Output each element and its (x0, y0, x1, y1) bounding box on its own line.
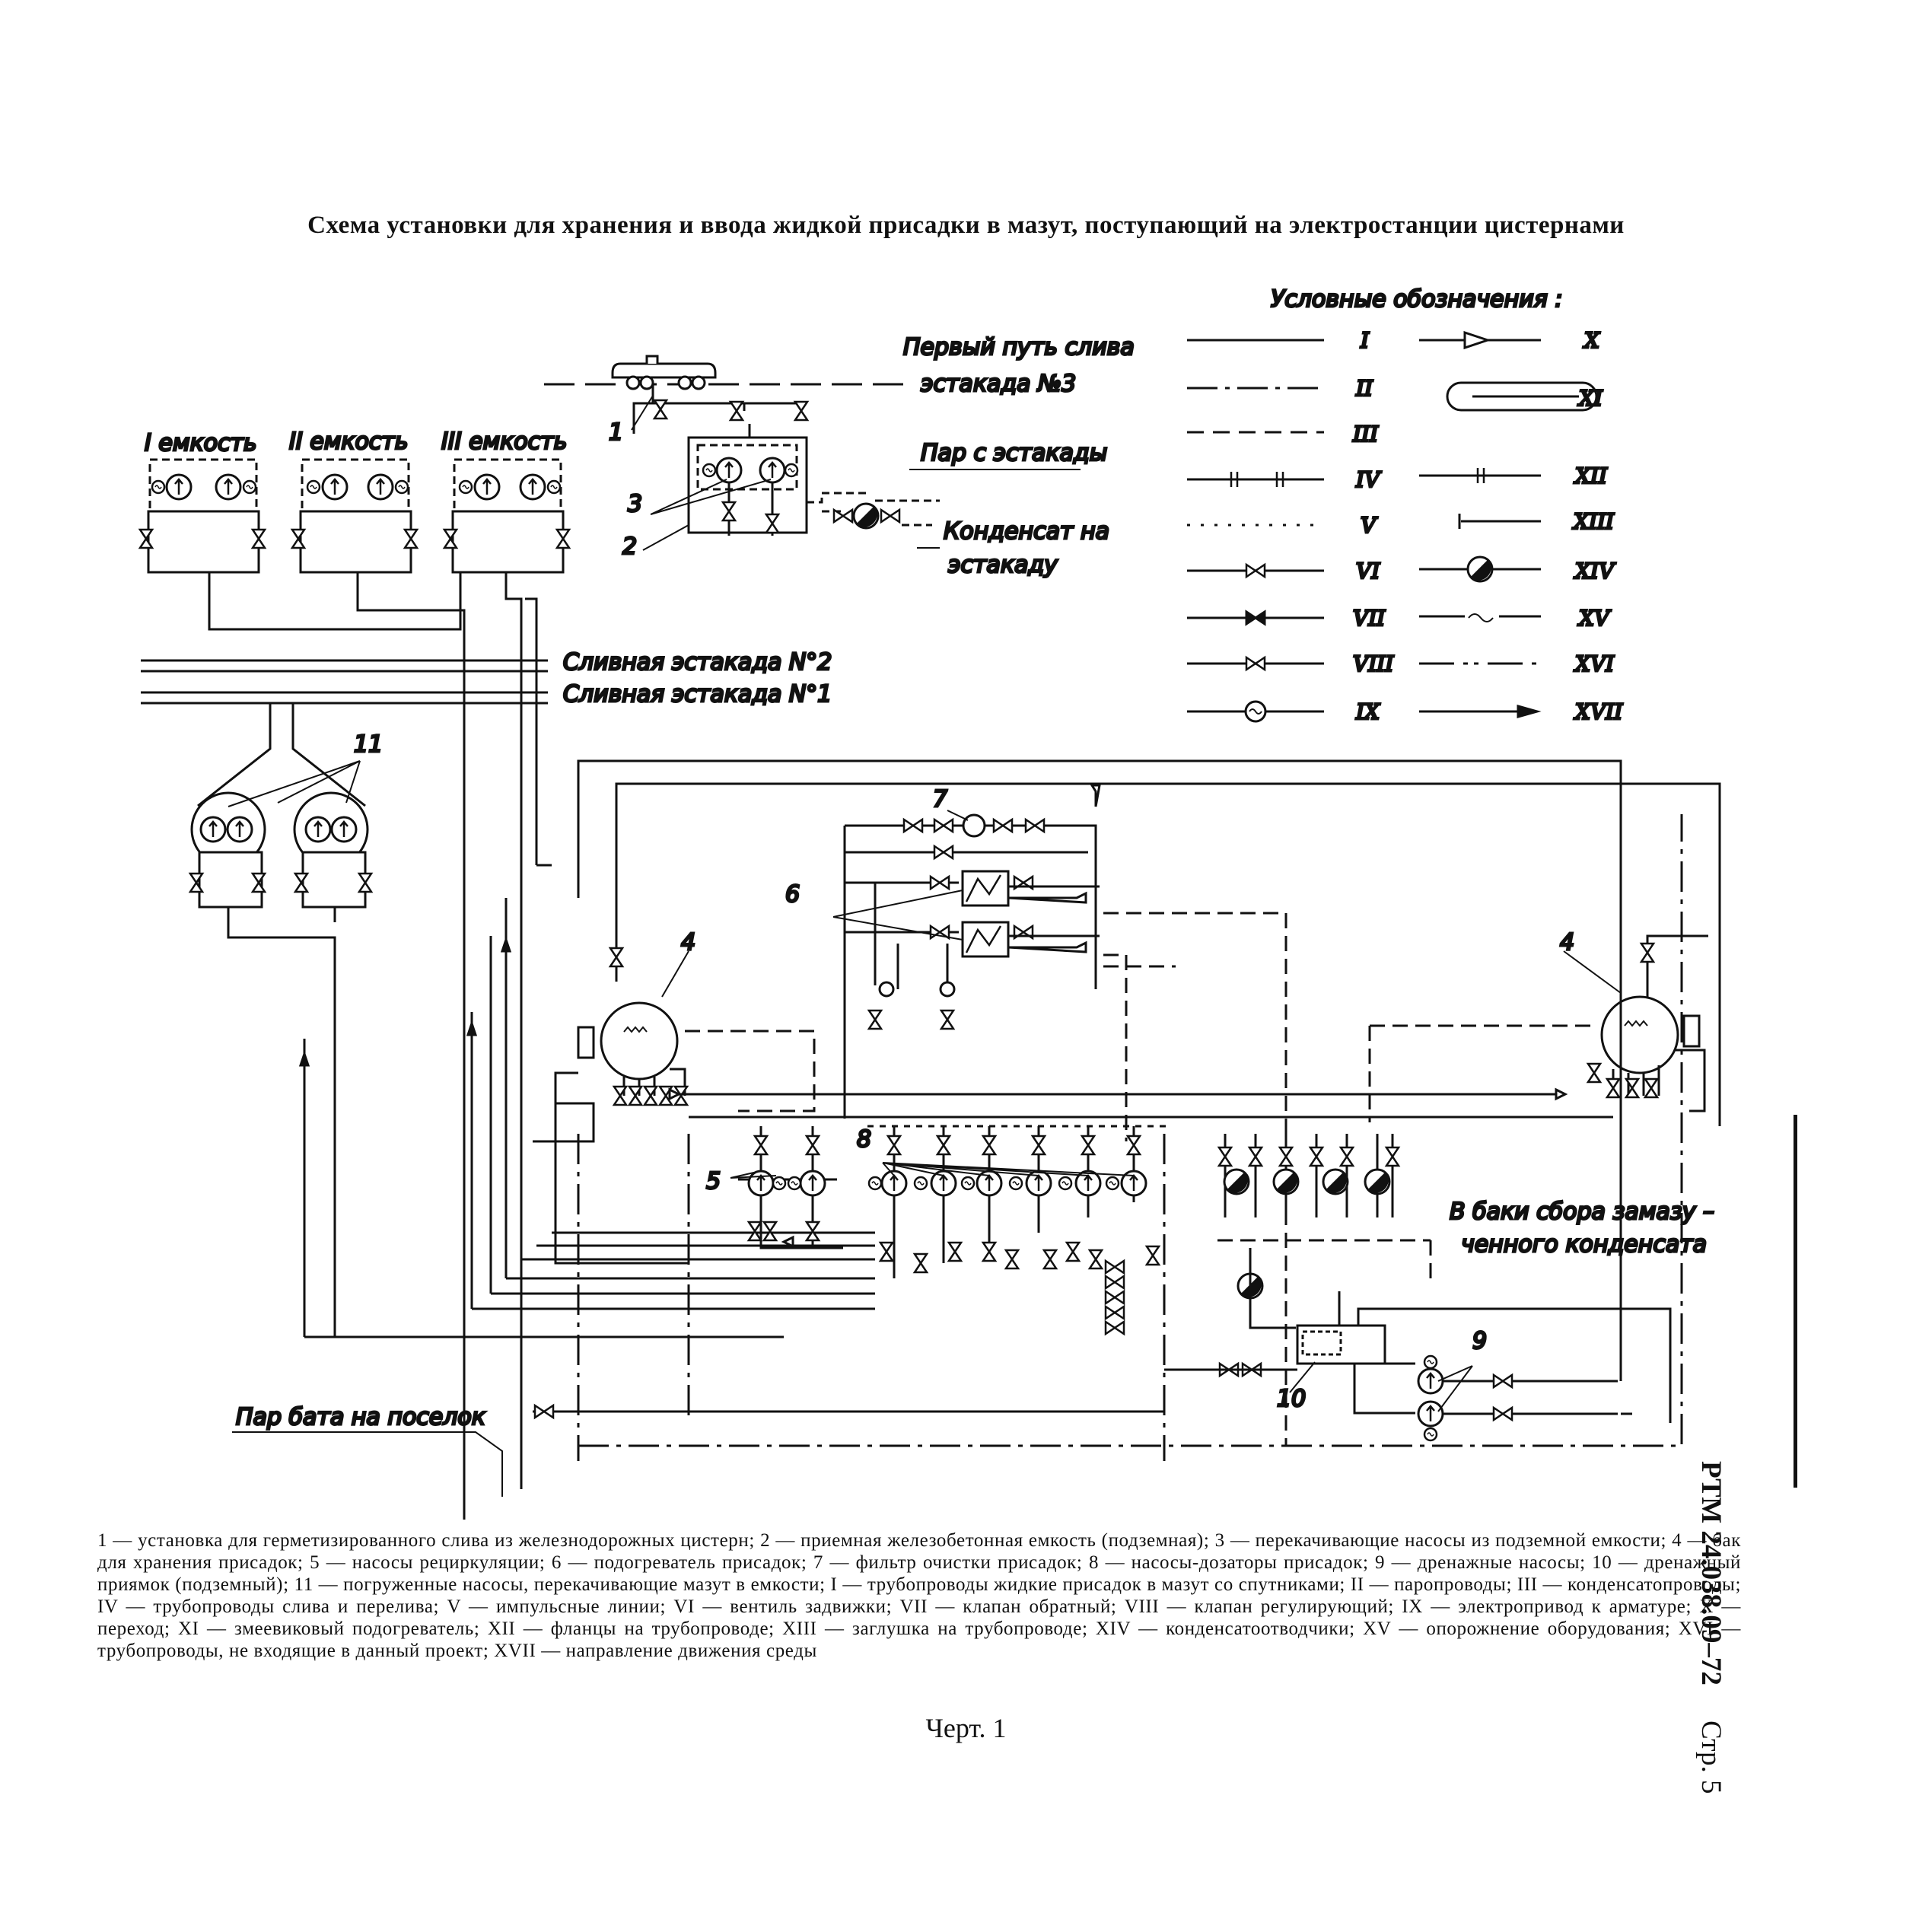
figure-caption: 1 — установка для герметизированного сли… (97, 1530, 1741, 1661)
process-schematic: Условные обозначения : (138, 285, 1721, 1520)
trunk-lines (298, 898, 1166, 1461)
svg-text:XV: XV (1577, 606, 1612, 631)
drain-trestles (141, 659, 548, 807)
page-title: Схема установки для хранения и ввода жид… (307, 212, 1625, 239)
receiving-tank (653, 399, 940, 536)
svg-text:VII: VII (1353, 606, 1386, 631)
tank3-label: III емкость (441, 428, 567, 455)
svg-text:IV: IV (1355, 467, 1382, 492)
heater-filter-block (843, 784, 1287, 1446)
side-header: РТМ 24.038.09–72 Стр. 5 (1695, 1461, 1727, 1887)
svg-text:10: 10 (1277, 1386, 1306, 1412)
drain-trestle-1-label: Сливная эстакада N°1 (563, 681, 832, 708)
svg-text:5: 5 (706, 1168, 721, 1195)
leader-lines (228, 395, 1622, 1412)
drain-pit (533, 759, 1683, 1447)
svg-text:XIII: XIII (1572, 509, 1615, 534)
svg-text:III: III (1352, 422, 1379, 447)
component-numbers: 1 2 3 4 4 5 6 7 8 9 10 11 (353, 419, 1576, 1414)
svg-text:VIII: VIII (1353, 651, 1394, 676)
track-label: Первый путь слива (903, 334, 1135, 361)
svg-text:II: II (1355, 376, 1373, 401)
document-code: РТМ 24.038.09–72 (1695, 1461, 1727, 1685)
steam-from-label: Пар с эстакады (921, 440, 1107, 466)
rail-track (544, 355, 913, 434)
svg-text:11: 11 (354, 731, 383, 758)
svg-text:XVII: XVII (1574, 699, 1623, 724)
svg-text:V: V (1361, 513, 1378, 538)
svg-text:X: X (1583, 328, 1600, 353)
svg-text:6: 6 (785, 881, 800, 908)
svg-text:4: 4 (681, 929, 695, 956)
tank1-label: I емкость (145, 430, 257, 457)
storage-tank-4-right (668, 934, 1708, 1122)
legend-heading: Условные обозначения : (1271, 286, 1562, 313)
dosing-pumps (867, 1125, 1172, 1335)
estakada-label: эстакада №3 (921, 371, 1076, 397)
condensate-traps (1217, 1134, 1432, 1329)
svg-text:IX: IX (1355, 699, 1380, 724)
condensate-label-1: Конденсат на (944, 518, 1109, 545)
recirculation-pumps (738, 1126, 843, 1249)
tank2-label: II емкость (289, 428, 408, 455)
svg-text:XVI: XVI (1574, 651, 1615, 676)
svg-text:2: 2 (622, 533, 637, 560)
figure-number: Черт. 1 (925, 1713, 1007, 1743)
svg-text:XIV: XIV (1574, 559, 1616, 584)
svg-text:1: 1 (609, 419, 623, 446)
svg-text:XI: XI (1577, 386, 1603, 411)
svg-text:8: 8 (857, 1126, 871, 1153)
drain-tanks-label-1: В баки сбора замазу – (1450, 1198, 1714, 1225)
svg-text:7: 7 (933, 786, 947, 813)
svg-text:I: I (1360, 328, 1370, 353)
drain-tanks-label-2: ченного конденсата (1461, 1231, 1707, 1258)
storage-tank-4-left (533, 782, 1721, 1265)
steam-village-label: Пар бата на поселок (236, 1404, 485, 1431)
submerged-pumps (189, 791, 373, 1337)
drain-trestle-2-label: Сливная эстакада N°2 (563, 649, 832, 676)
svg-text:4: 4 (1560, 929, 1574, 956)
svg-text:XII: XII (1574, 463, 1608, 489)
svg-text:9: 9 (1472, 1328, 1487, 1354)
side-rule (1794, 1115, 1797, 1488)
storage-tanks (138, 458, 571, 1520)
svg-text:3: 3 (628, 491, 642, 517)
page-number: Стр. 5 (1695, 1720, 1727, 1794)
svg-text:VI: VI (1356, 559, 1380, 584)
legend: Условные обозначения : (1187, 285, 1625, 726)
condensate-label-2: эстакаду (948, 552, 1058, 578)
